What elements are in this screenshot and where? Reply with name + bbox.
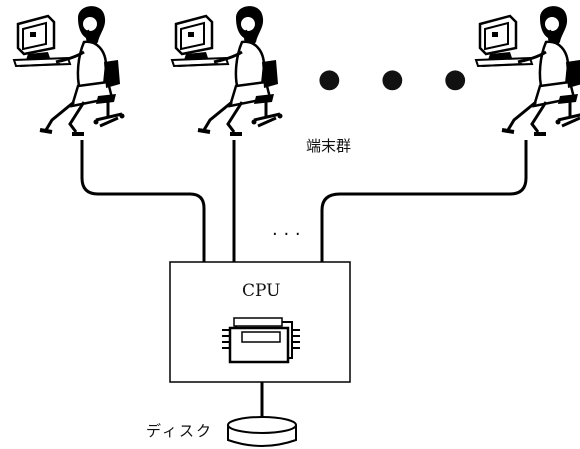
line-ellipsis: · · · [272,226,301,244]
terminal-2 [172,6,283,134]
disk-icon [228,417,296,446]
terminal-group-label: 端末群 [306,139,351,154]
operator-icon [14,6,125,134]
terminal-connections [82,140,526,262]
cpu-label: CPU [242,283,280,300]
terminal-1 [14,6,125,134]
terminal-ellipsis-dots: ● ● ● [318,66,483,92]
disk-label: ディスク [146,424,213,439]
terminal-last [476,6,580,134]
operator-icon [476,6,580,134]
operator-icon [172,6,283,134]
line-terminal-last [322,140,526,262]
line-terminal-1 [82,140,204,262]
cpu-chip-icon [222,318,300,362]
